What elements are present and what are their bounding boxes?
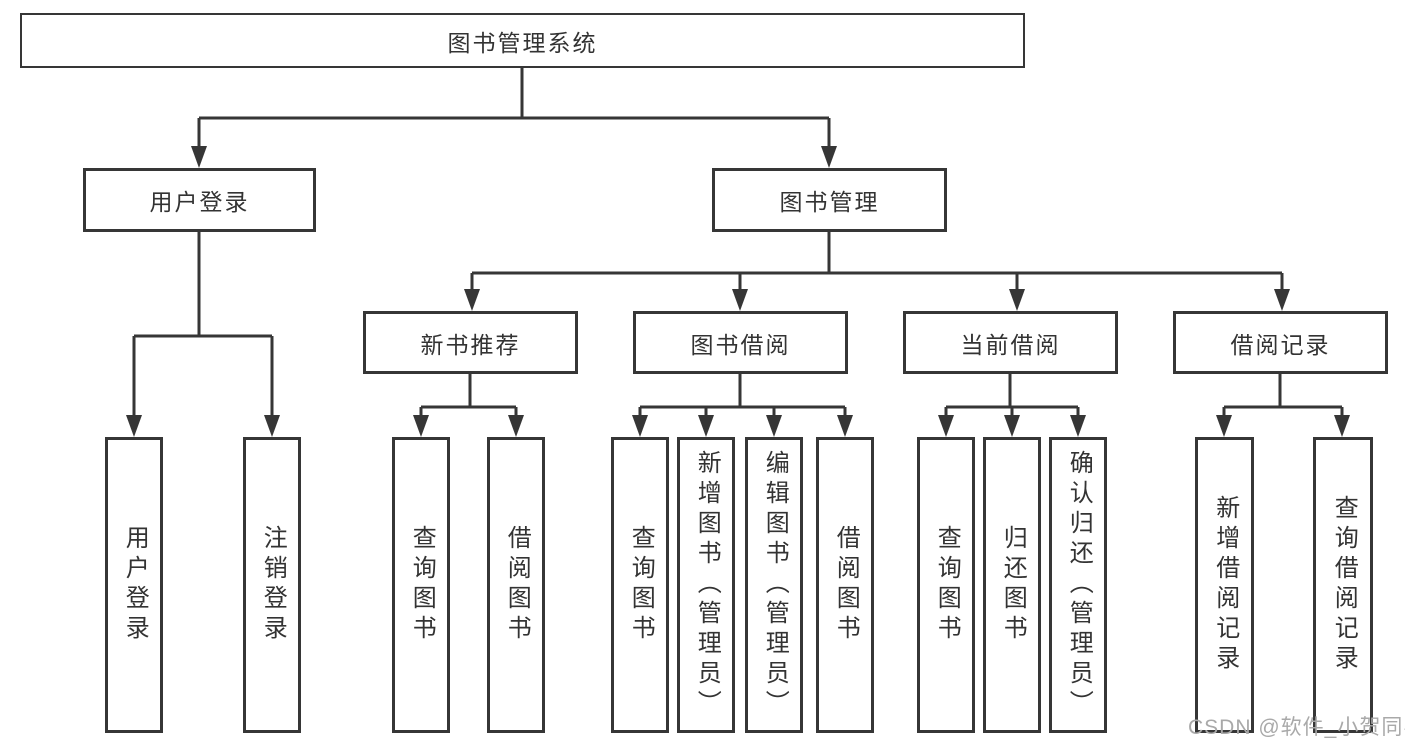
leaf-label: 编辑图书（管理员） [761,450,789,720]
leaf-edit-book-admin: 编辑图书（管理员） [745,437,803,733]
leaf-label: 新增图书（管理员） [693,450,721,720]
leaf-query-books-1: 查询图书 [392,437,450,733]
node-new-book-recommendation: 新书推荐 [363,311,578,374]
leaf-add-book-admin: 新增图书（管理员） [677,437,735,733]
leaf-label: 查询图书 [627,525,655,645]
leaf-label: 新增借阅记录 [1211,495,1239,675]
node-borrowing-records: 借阅记录 [1173,311,1388,374]
leaf-label: 用户登录 [121,525,149,645]
leaf-label: 注销登录 [259,525,287,645]
leaf-query-books-3: 查询图书 [917,437,975,733]
leaf-confirm-return-admin: 确认归还（管理员） [1049,437,1107,733]
leaf-borrow-books-2: 借阅图书 [816,437,874,733]
node-root-library-system: 图书管理系统 [20,13,1025,68]
leaf-label: 查询图书 [408,525,436,645]
node-user-login-group: 用户登录 [83,168,316,232]
leaf-label: 借阅图书 [832,525,860,645]
arrowhead-icons [126,146,1350,437]
csdn-watermark: CSDN @软件_小贺同学 [1188,716,1405,739]
leaf-label: 查询借阅记录 [1330,495,1358,675]
leaf-label: 归还图书 [999,525,1027,645]
leaf-add-borrow-record: 新增借阅记录 [1195,437,1254,733]
node-book-management-group: 图书管理 [712,168,947,232]
leaf-label: 查询图书 [933,525,961,645]
leaf-borrow-books-1: 借阅图书 [487,437,545,733]
leaf-logout: 注销登录 [243,437,301,733]
leaf-label: 确认归还（管理员） [1065,450,1093,720]
leaf-label: 借阅图书 [503,525,531,645]
node-current-borrowing: 当前借阅 [903,311,1118,374]
leaf-return-book: 归还图书 [983,437,1041,733]
node-book-borrowing: 图书借阅 [633,311,848,374]
leaf-query-borrow-record: 查询借阅记录 [1313,437,1373,733]
leaf-query-books-2: 查询图书 [611,437,669,733]
leaf-user-login: 用户登录 [105,437,163,733]
